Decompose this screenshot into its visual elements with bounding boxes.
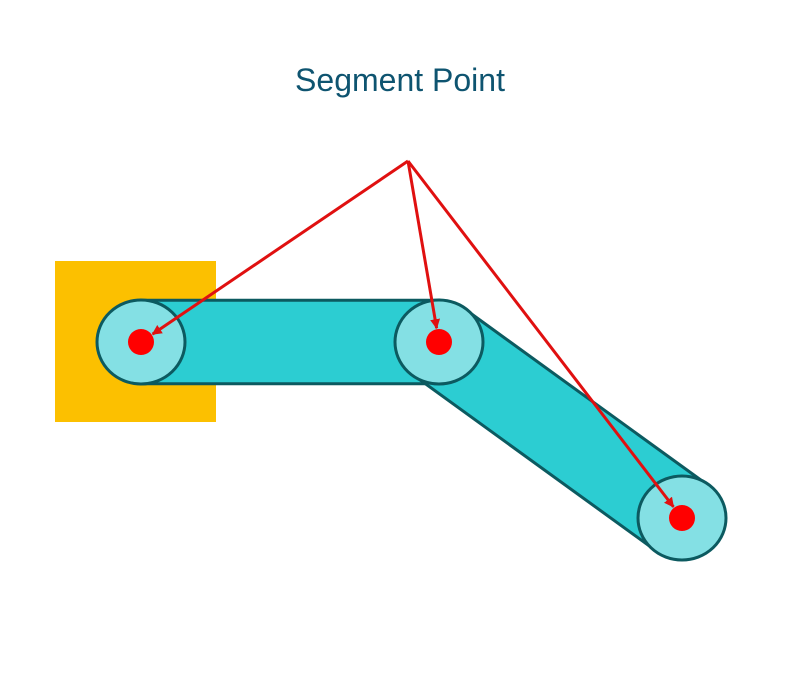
joint-1 — [95, 298, 187, 386]
pointer-arrow-3 — [406, 160, 675, 508]
joint-2 — [393, 298, 485, 386]
joint-3 — [636, 474, 728, 562]
pointer-arrow-1 — [151, 159, 409, 336]
diagram-title: Segment Point — [295, 62, 505, 98]
segment-point-dot — [669, 505, 695, 531]
segment-point-dot — [426, 329, 452, 355]
pointer-arrow-2 — [406, 160, 441, 330]
segment-point-dot — [128, 329, 154, 355]
